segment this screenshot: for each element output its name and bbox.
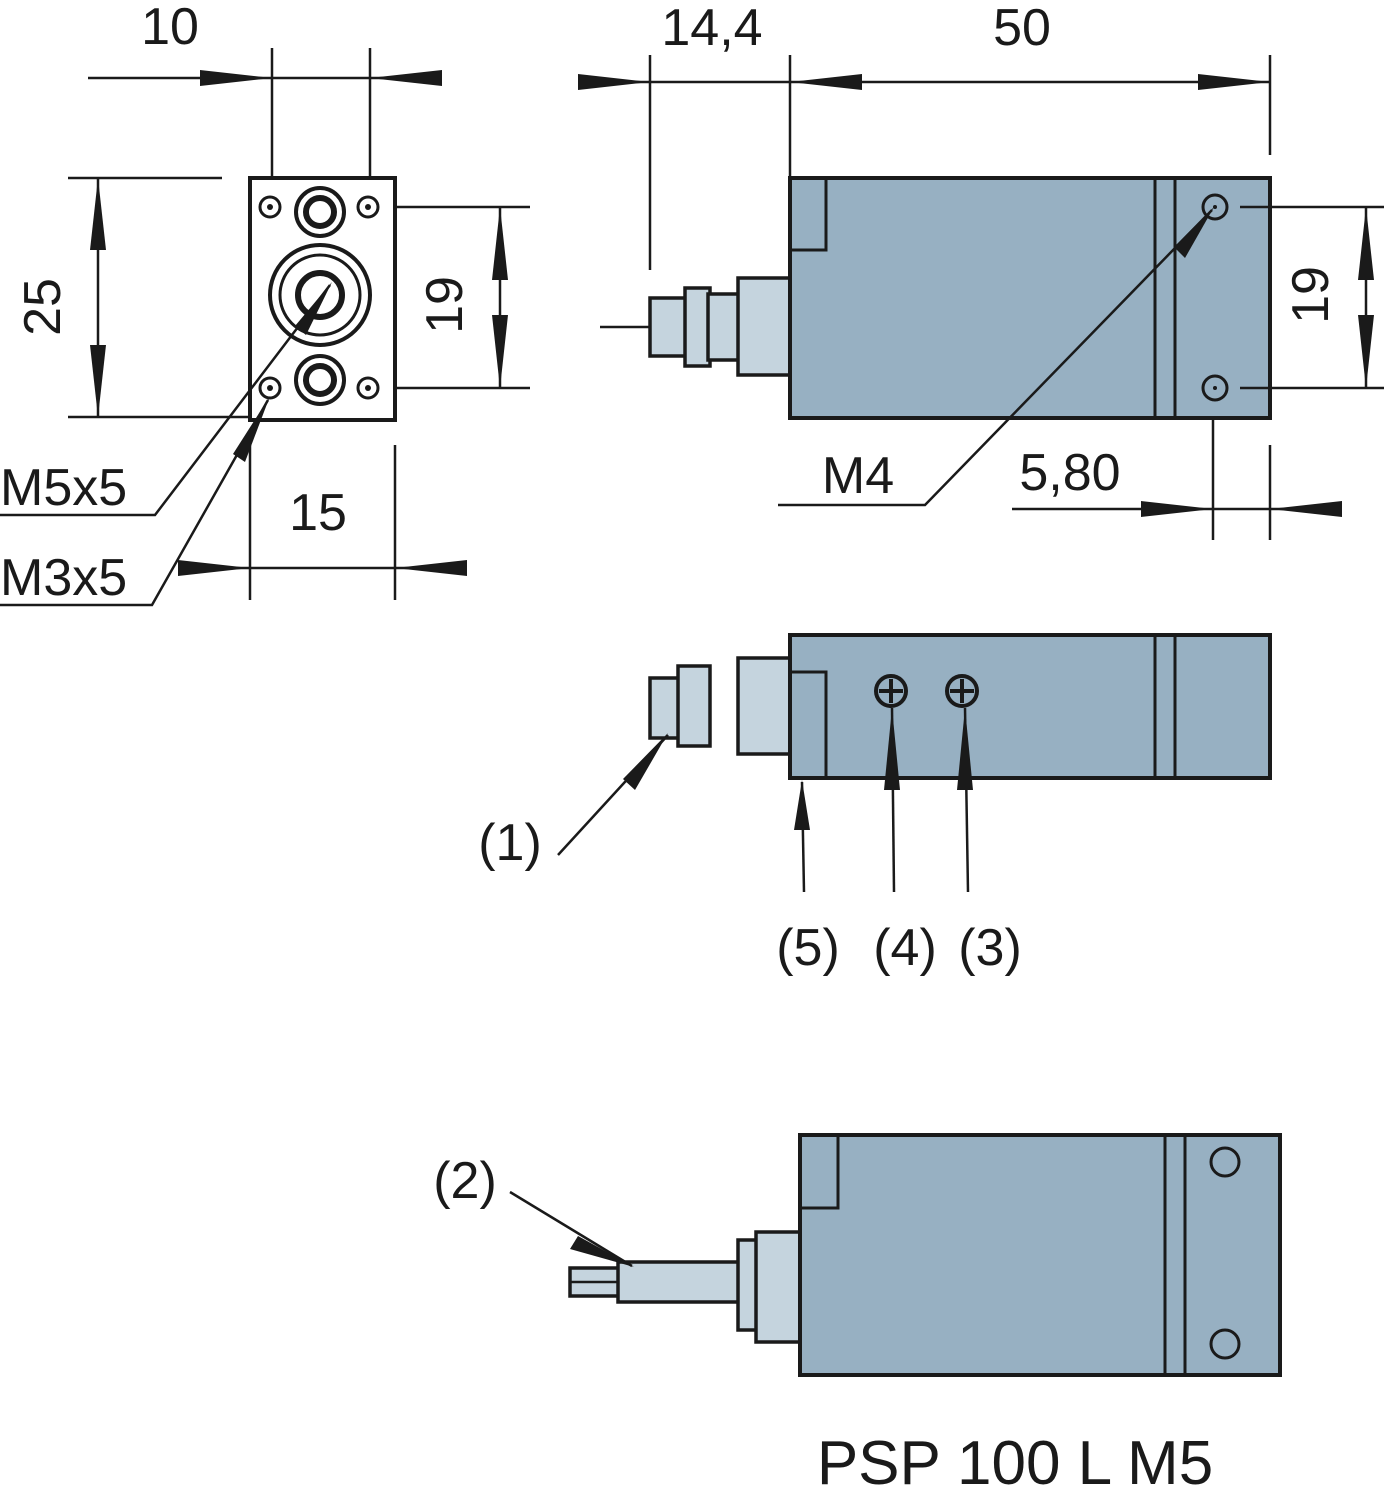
callout-label-4: (4): [873, 919, 937, 977]
dim-label-50: 50: [993, 0, 1051, 57]
dim-line-10: [88, 48, 442, 178]
front-view-main-port: [268, 243, 372, 347]
label-m3x5: M3x5: [0, 549, 127, 607]
bottom-view-fitting-nut: [676, 664, 712, 748]
front-view-small-hole: [356, 195, 380, 219]
side-view-fitting-tip: [648, 296, 690, 358]
callout-label-5: (5): [776, 919, 840, 977]
leader-m4: [778, 207, 1214, 507]
front-view: 10 25 19 15: [0, 0, 530, 607]
arrow-callout-4: [884, 707, 900, 893]
dim-line-25: [68, 176, 250, 419]
dim-line-19-side: [1240, 205, 1384, 390]
front-view-upper-port: [294, 186, 346, 238]
dim-line-19-front: [395, 205, 530, 390]
leader-m3x5: [0, 396, 270, 607]
dim-label-14-4: 14,4: [661, 0, 762, 57]
bottom-view-fitting-collar: [736, 656, 792, 756]
dim-label-5-80: 5,80: [1019, 444, 1120, 502]
side-view: 14,4 50 19 5,80 M4: [578, 0, 1384, 540]
dim-label-19-side: 19: [1282, 266, 1340, 324]
label-m4: M4: [822, 447, 894, 505]
cable-view-gland: [754, 1230, 804, 1344]
dim-line-50: [1198, 55, 1272, 155]
front-view-lower-port: [294, 354, 346, 406]
bottom-view-fitting-tip: [648, 676, 682, 740]
arrow-callout-5: [794, 780, 810, 893]
dim-line-14-4: [578, 55, 1270, 270]
label-m5x5: M5x5: [0, 459, 127, 517]
dim-label-10: 10: [141, 0, 199, 56]
dim-line-15: [178, 445, 467, 600]
arrow-callout-2: [509, 1190, 634, 1268]
dim-label-19-front: 19: [416, 276, 474, 334]
model-name: PSP 100 L M5: [817, 1429, 1213, 1498]
dim-line-5-80: [1012, 420, 1342, 540]
cable-view-cable: [616, 1260, 742, 1304]
callout-label-2: (2): [433, 1152, 497, 1210]
callout-label-1: (1): [478, 814, 542, 872]
bottom-view-screw-4: [874, 674, 908, 708]
cable-view-mount-hole: [1209, 1328, 1241, 1360]
arrow-callout-3: [957, 707, 973, 893]
arrow-callout-1: [557, 733, 669, 856]
cable-view-body: [798, 1133, 1282, 1377]
side-view-mount-hole: [1201, 374, 1229, 402]
front-view-small-hole: [258, 195, 282, 219]
dim-label-15: 15: [289, 484, 347, 542]
side-view-fitting-collar: [736, 276, 792, 377]
callout-label-3: (3): [958, 919, 1022, 977]
bottom-view-screw-3: [945, 674, 979, 708]
front-view-small-hole: [356, 376, 380, 400]
bottom-view: (1) (5) (4) (3): [478, 633, 1272, 977]
side-view-fitting-hex: [706, 292, 742, 362]
leader-m5x5: [0, 282, 332, 517]
cable-view-mount-hole: [1209, 1146, 1241, 1178]
bottom-view-body: [788, 633, 1272, 780]
side-view-fitting-nut: [683, 286, 712, 368]
side-view-body: [788, 176, 1272, 420]
cable-view: (2): [433, 1133, 1282, 1377]
side-view-mount-hole: [1201, 193, 1229, 221]
front-view-small-hole: [258, 376, 282, 400]
dim-label-25: 25: [14, 278, 72, 336]
